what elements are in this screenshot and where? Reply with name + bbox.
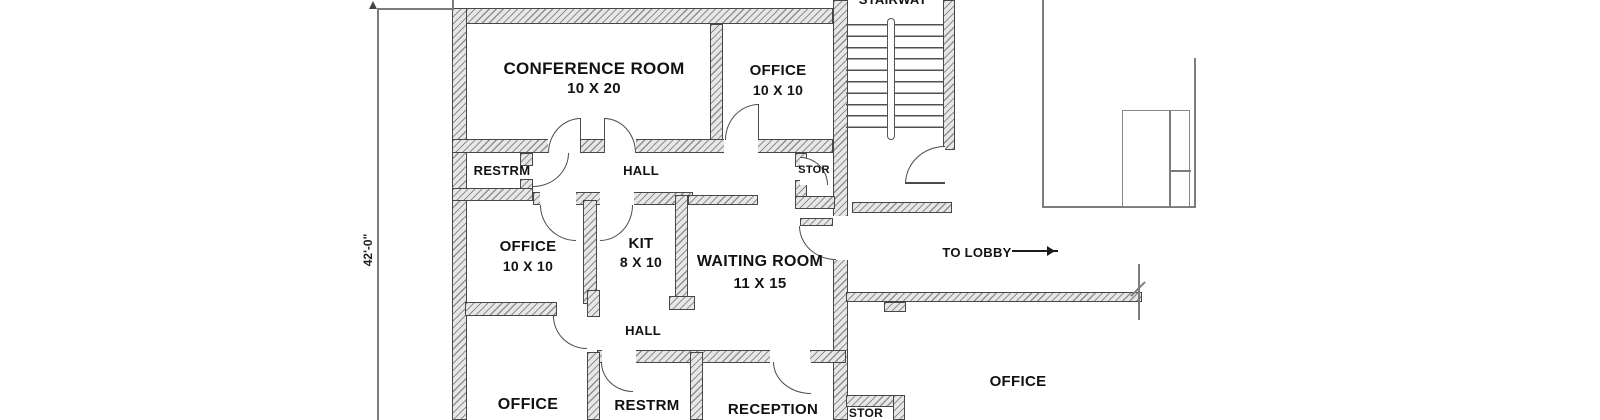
door-arc-conference-left — [548, 118, 581, 153]
label-office-bottom: OFFICE — [497, 396, 559, 413]
stair-door-leaf — [905, 182, 945, 184]
wall-row1-bottom — [452, 139, 833, 153]
label-conference-room: CONFERENCE ROOM — [503, 59, 685, 78]
wall-reception-divider — [690, 352, 703, 420]
label-waiting-room-size: 11 X 15 — [733, 275, 787, 292]
dimension-line-vertical — [377, 8, 379, 420]
lobby-closet-divider — [1169, 110, 1171, 207]
wall-restroom-bottom — [452, 188, 533, 201]
door-opening — [602, 349, 636, 364]
label-hall-top: HALL — [623, 163, 659, 178]
door-arc-office-bottom — [553, 316, 587, 349]
label-hall-lower: HALL — [625, 323, 661, 338]
door-arc-office-top — [725, 104, 759, 140]
label-office-middle: OFFICE — [499, 238, 557, 255]
label-storage-top: STOR — [798, 164, 830, 176]
wall-storage-bottom-right — [893, 395, 905, 420]
door-opening — [770, 349, 810, 364]
door-arc-restroom-bottom — [601, 362, 633, 392]
label-kitchen: KIT — [628, 235, 654, 252]
wall-storage-top-bottom — [795, 196, 835, 209]
dimension-extension-line — [452, 0, 454, 9]
dimension-arrowhead — [369, 1, 377, 9]
label-kitchen-size: 8 X 10 — [619, 254, 663, 270]
door-arc-stairway — [905, 146, 945, 184]
label-conference-size: 10 X 20 — [567, 80, 621, 97]
wall-restroom-bottom-left — [587, 352, 600, 420]
door-opening — [724, 138, 758, 154]
label-dimension-42ft: 42'-0" — [361, 233, 375, 267]
door-arc-office-middle — [540, 205, 576, 241]
label-to-lobby: TO LOBBY — [942, 245, 1012, 260]
wall-lobby-corridor — [846, 292, 1142, 302]
label-storage-bottom: STOR — [848, 406, 884, 420]
lobby-closet-outline — [1122, 110, 1190, 207]
dimension-tick-line — [1138, 264, 1140, 320]
wall-top-exterior — [452, 8, 833, 24]
wall-office-mid-bottom — [465, 302, 557, 316]
label-stairway: STAIRWAY — [859, 0, 928, 7]
door-arc-conference-right — [604, 118, 636, 153]
stair-handrail — [887, 18, 895, 140]
door-opening — [600, 191, 634, 206]
lobby-wall-left — [1042, 0, 1044, 207]
label-office-bottom-size: 10 X 10 — [501, 417, 555, 420]
door-opening — [833, 216, 848, 260]
label-office-right: OFFICE — [989, 373, 1047, 390]
door-arc-reception — [773, 362, 811, 394]
to-lobby-arrow-icon — [1012, 246, 1058, 256]
dimension-line-horizontal — [377, 8, 454, 10]
wall-left-exterior — [452, 8, 467, 420]
wall-landing-bottom — [852, 202, 952, 213]
lobby-wall-right — [1194, 58, 1196, 208]
wall-conference-divider — [710, 24, 723, 140]
wall-kitchen-right — [675, 195, 688, 310]
door-arc-restroom-top — [533, 153, 569, 187]
door-opening — [540, 191, 576, 206]
wall-waiting-top — [688, 195, 758, 205]
wall-waiting-top-right — [800, 218, 833, 226]
wall-restroom-jamb-top — [520, 153, 533, 166]
wall-kitchen-left — [583, 200, 597, 304]
lobby-wall-bottom — [1042, 206, 1196, 208]
wall-hall-lower-jamb — [587, 290, 600, 317]
label-reception: RECEPTION — [727, 401, 819, 418]
wall-kitchen-jamb — [669, 296, 695, 310]
label-waiting-room: WAITING ROOM — [696, 253, 824, 270]
label-office-top-right: OFFICE — [749, 62, 807, 79]
label-restroom-top: RESTRM — [473, 163, 531, 178]
wall-stairway-right — [943, 0, 955, 150]
label-office-middle-size: 10 X 10 — [502, 258, 554, 274]
wall-lobby-corridor-notch — [884, 302, 906, 312]
label-office-top-right-size: 10 X 10 — [752, 82, 804, 98]
lobby-closet-shelf — [1169, 170, 1191, 172]
label-restroom-bottom: RESTRM — [614, 397, 680, 414]
